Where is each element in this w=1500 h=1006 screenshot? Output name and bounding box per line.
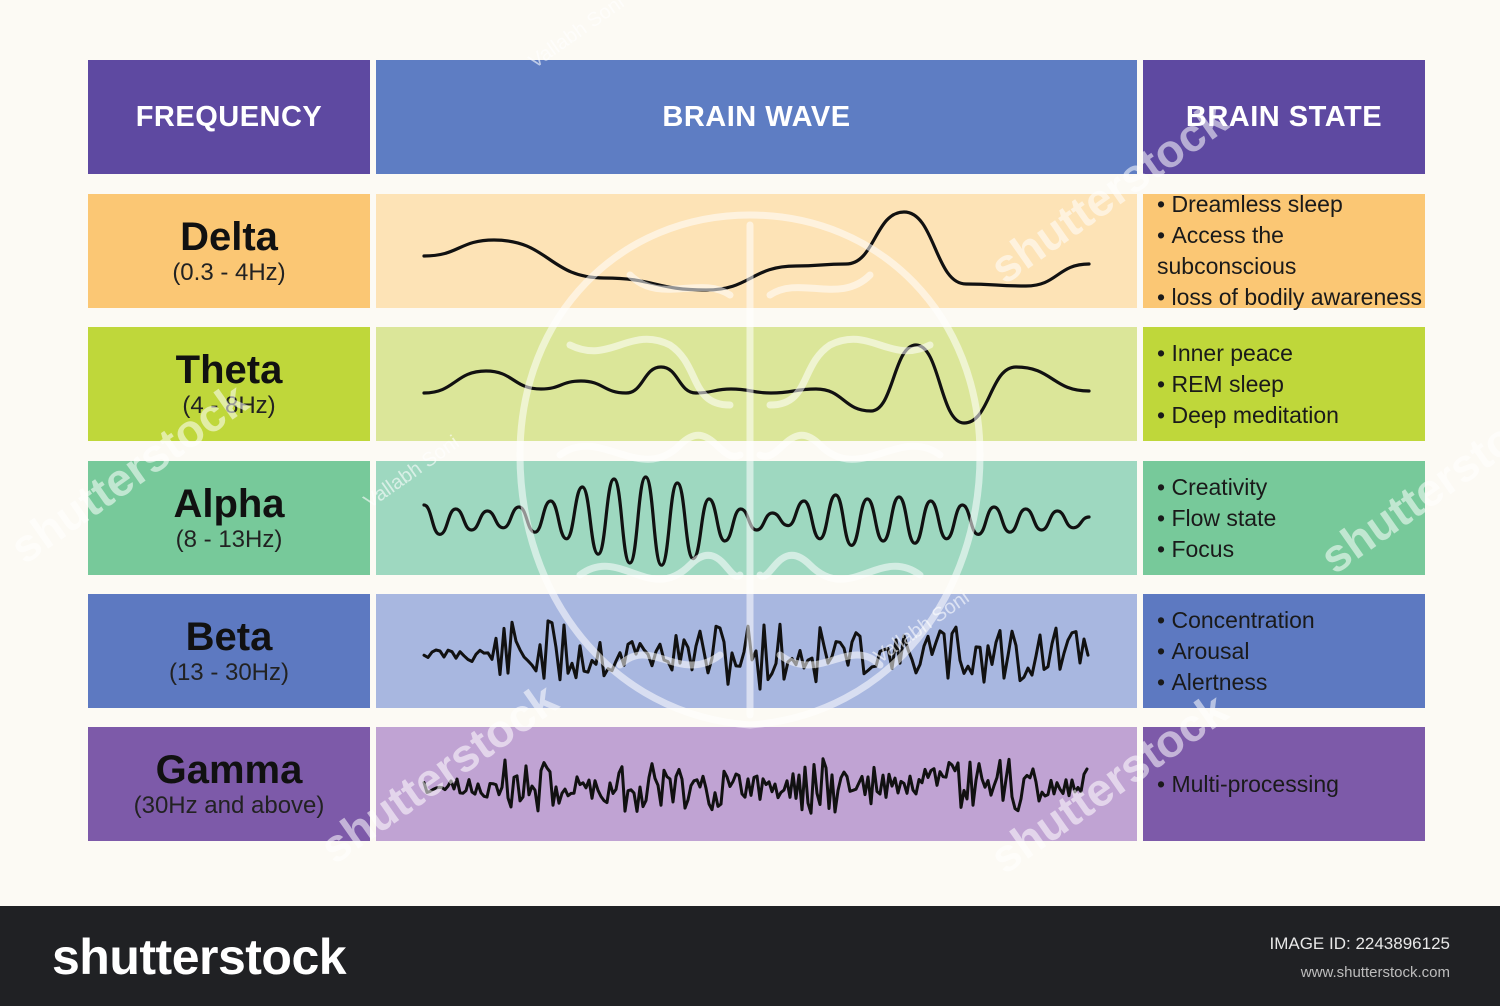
wave-line-beta xyxy=(422,619,1090,691)
wave-cell-alpha xyxy=(376,461,1137,575)
frequency-name: Alpha xyxy=(173,482,285,526)
frequency-cell-theta: Theta (4 - 8Hz) xyxy=(88,327,370,441)
header-frequency: FREQUENCY xyxy=(88,60,370,174)
state-item: Concentration xyxy=(1157,605,1425,636)
state-item: Deep meditation xyxy=(1157,400,1425,431)
wave-line-alpha xyxy=(422,475,1091,567)
header-brain-state: BRAIN STATE xyxy=(1143,60,1425,174)
state-cell-delta: Dreamless sleep Access the subconscious … xyxy=(1143,191,1425,310)
wave-trace-delta xyxy=(422,210,1091,292)
state-item: REM sleep xyxy=(1157,369,1425,400)
header-brain-state-label: BRAIN STATE xyxy=(1185,100,1383,133)
frequency-range: (0.3 - 4Hz) xyxy=(172,259,286,286)
frequency-cell-gamma: Gamma (30Hz and above) xyxy=(88,727,370,841)
state-cell-alpha: Creativity Flow state Focus xyxy=(1143,461,1425,575)
state-item: Dreamless sleep xyxy=(1157,189,1425,220)
frequency-range: (30Hz and above) xyxy=(133,792,325,819)
wave-cell-theta xyxy=(376,327,1137,441)
wave-cell-gamma xyxy=(376,727,1137,841)
state-item: Access the subconscious xyxy=(1157,220,1425,282)
wave-trace-alpha xyxy=(422,475,1091,567)
state-item: Flow state xyxy=(1157,503,1425,534)
wave-line-delta xyxy=(422,210,1091,292)
wave-line-theta xyxy=(422,343,1091,425)
wave-trace-gamma xyxy=(422,757,1089,815)
state-item: Creativity xyxy=(1157,472,1425,503)
frequency-range: (13 - 30Hz) xyxy=(168,659,290,686)
wave-cell-beta xyxy=(376,594,1137,708)
wave-line-gamma xyxy=(422,757,1089,815)
wave-cell-delta xyxy=(376,194,1137,308)
state-item: Arousal xyxy=(1157,636,1425,667)
state-item: Focus xyxy=(1157,534,1425,565)
shutterstock-logo: shutterstock xyxy=(52,929,347,985)
state-cell-beta: Concentration Arousal Alertness xyxy=(1143,594,1425,708)
header-frequency-label: FREQUENCY xyxy=(135,100,323,133)
frequency-name: Theta xyxy=(175,348,283,392)
state-item: Alertness xyxy=(1157,667,1425,698)
wave-trace-theta xyxy=(422,343,1091,425)
state-item: loss of bodily awareness xyxy=(1157,282,1425,313)
frequency-name: Delta xyxy=(180,215,278,259)
state-cell-gamma: Multi-processing xyxy=(1143,727,1425,841)
frequency-range: (8 - 13Hz) xyxy=(175,526,283,553)
frequency-cell-alpha: Alpha (8 - 13Hz) xyxy=(88,461,370,575)
frequency-name: Beta xyxy=(185,615,273,659)
header-brain-wave: BRAIN WAVE xyxy=(376,60,1137,174)
image-id: IMAGE ID: 2243896125 xyxy=(1269,934,1450,953)
footer-bar: shutterstock IMAGE ID: 2243896125 www.sh… xyxy=(0,906,1500,1006)
state-cell-theta: Inner peace REM sleep Deep meditation xyxy=(1143,327,1425,441)
wave-trace-beta xyxy=(422,619,1090,691)
frequency-name: Gamma xyxy=(155,748,303,792)
header-brain-wave-label: BRAIN WAVE xyxy=(662,100,851,133)
state-item: Multi-processing xyxy=(1157,769,1425,800)
state-item: Inner peace xyxy=(1157,338,1425,369)
frequency-cell-beta: Beta (13 - 30Hz) xyxy=(88,594,370,708)
frequency-range: (4 - 8Hz) xyxy=(182,392,276,419)
frequency-cell-delta: Delta (0.3 - 4Hz) xyxy=(88,194,370,308)
site-url: www.shutterstock.com xyxy=(1300,964,1450,981)
